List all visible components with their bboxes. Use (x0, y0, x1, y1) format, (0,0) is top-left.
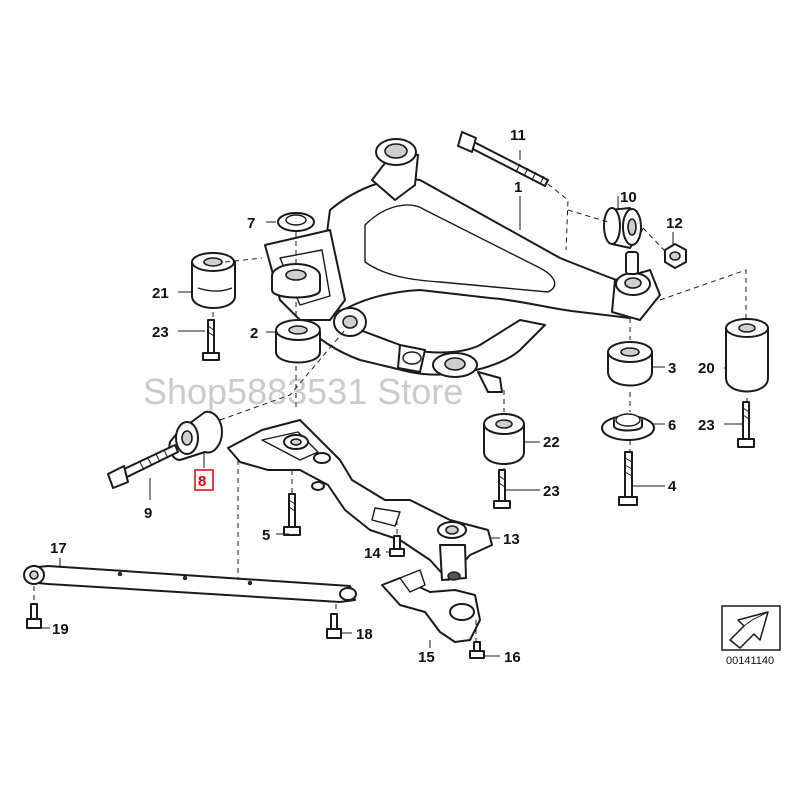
bolt-part-19 (26, 603, 42, 629)
callout-23-right: 23 (698, 417, 715, 434)
store-watermark: Shop5883531 Store (143, 371, 463, 412)
callout-22: 22 (543, 434, 560, 451)
orientation-arrow-icon (721, 605, 781, 651)
highlight-box-part-8 (194, 469, 214, 491)
callout-21: 21 (152, 285, 169, 302)
bushing-part-22 (483, 413, 525, 465)
callout-6: 6 (668, 417, 676, 434)
callout-14: 14 (364, 545, 381, 562)
callout-17: 17 (50, 540, 67, 557)
bushing-part-21 (191, 252, 236, 309)
bolt-part-23-center (493, 469, 511, 509)
cup-part-7 (277, 212, 315, 232)
bushing-part-10 (603, 207, 643, 249)
callout-12: 12 (666, 215, 683, 232)
callout-5: 5 (262, 527, 270, 544)
callout-8-highlighted: 8 (198, 473, 206, 490)
bolt-part-18 (326, 613, 342, 639)
bracket-part-15 (381, 569, 481, 643)
callout-18: 18 (356, 626, 373, 643)
bolt-part-16 (469, 641, 485, 659)
reference-code: 00141140 (726, 655, 774, 667)
callout-2: 2 (250, 325, 258, 342)
callout-16: 16 (504, 649, 521, 666)
leader-lines (33, 150, 748, 657)
bushing-part-20 (725, 318, 769, 393)
cup-part-6 (601, 413, 655, 441)
bolt-part-11 (457, 131, 549, 187)
nut-part-12 (664, 243, 687, 269)
mount-bushing-left (271, 263, 321, 299)
bolt-part-4 (618, 451, 638, 506)
callout-labels: 11 1 10 12 7 21 23 2 3 20 6 23 22 23 4 9… (50, 127, 715, 666)
callout-11: 11 (510, 127, 526, 144)
bolt-part-5 (283, 493, 301, 536)
callout-7: 7 (247, 215, 255, 232)
callout-15: 15 (418, 649, 435, 666)
callout-19: 19 (52, 621, 69, 638)
callout-13: 13 (503, 531, 520, 548)
callout-10: 10 (620, 189, 637, 206)
callout-23-center: 23 (543, 483, 560, 500)
callout-9: 9 (144, 505, 152, 522)
bolt-part-23-left (202, 319, 220, 361)
callout-1: 1 (514, 179, 522, 196)
bolt-part-9 (107, 444, 179, 489)
strut-bar-part-17 (23, 565, 357, 603)
bolt-part-23-right (737, 401, 755, 448)
callout-20: 20 (698, 360, 715, 377)
bushing-part-3 (607, 341, 653, 387)
bushing-part-2 (275, 319, 321, 364)
callout-3: 3 (668, 360, 676, 377)
callout-4: 4 (668, 478, 677, 495)
brace-part-13 (227, 419, 493, 581)
callout-23-left: 23 (152, 324, 169, 341)
